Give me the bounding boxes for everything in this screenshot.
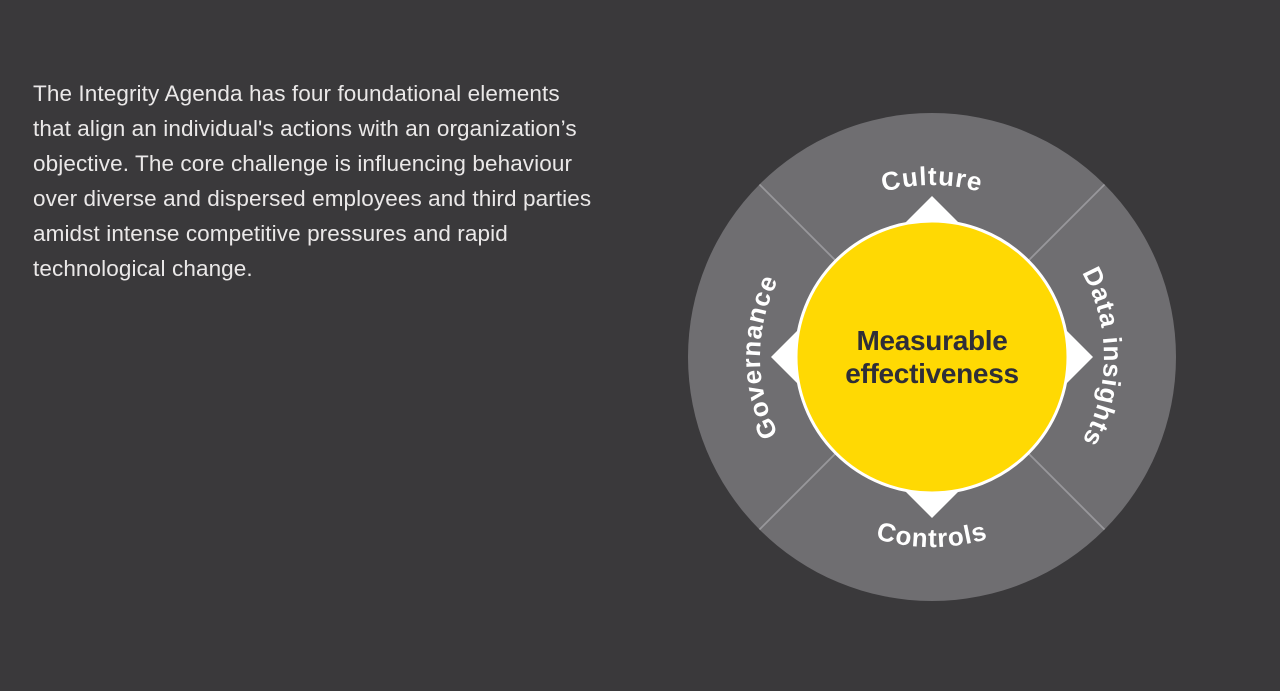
divider-line-se bbox=[1028, 453, 1106, 531]
center-label-line1: Measurable bbox=[856, 325, 1007, 356]
divider-line-nw bbox=[758, 183, 836, 261]
core-circle bbox=[794, 219, 1070, 495]
center-label-line2: effectiveness bbox=[845, 358, 1019, 389]
divider-line-sw bbox=[758, 453, 836, 531]
quadrant-dividers bbox=[758, 183, 1106, 531]
intro-paragraph: The Integrity Agenda has four foundation… bbox=[33, 81, 592, 281]
divider-line-ne bbox=[1028, 183, 1106, 261]
